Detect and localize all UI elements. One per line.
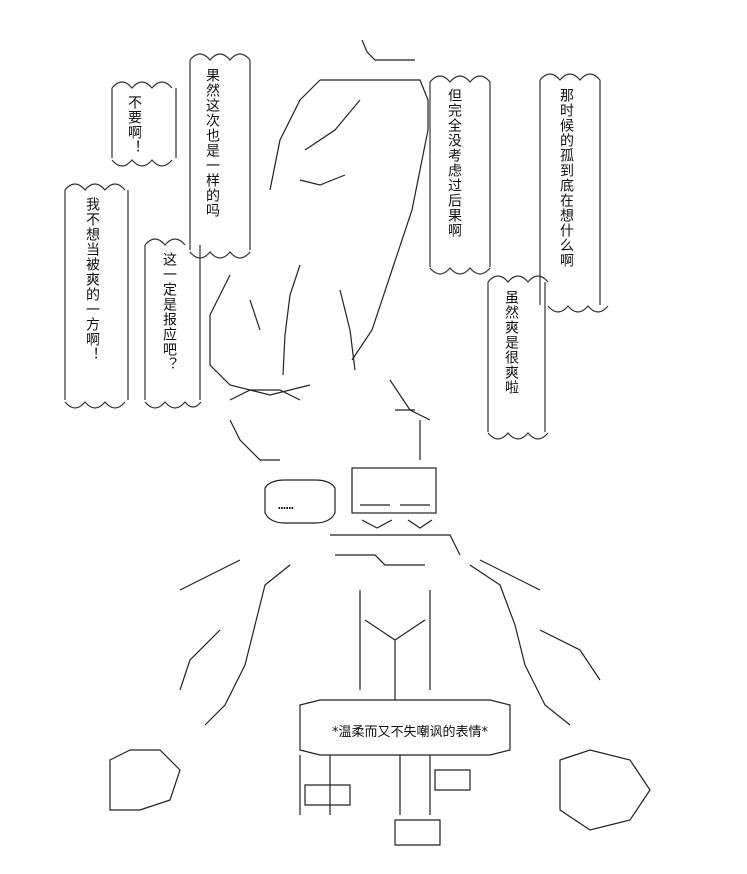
ellipsis-text: …… [278,498,294,513]
bubble-text-left-top: 果然这次也是一样的吗 [204,68,220,218]
lower-figure [109,467,651,846]
expression-caption: *温柔而又不失嘲讽的表情* [331,724,488,740]
bubble-text-right-center: 虽然爽是很爽啦 [503,290,519,395]
bubble-text-left-tall: 我不想当被爽的一方啊！ [84,197,100,362]
bubble-text-left-mid: 这一定是报应吧？ [161,252,177,372]
upper-figure [209,39,431,461]
thought-bubble-outline [264,479,336,524]
bubble-outlines [64,53,609,440]
bubble-text-center: 但完全没考虑过后果啊 [446,88,462,238]
bubble-text-right-top: 那时候的孤到底在想什么啊 [558,88,574,268]
caption-frame [299,699,511,756]
bubble-text-top-left-small: 不要啊！ [126,95,142,155]
